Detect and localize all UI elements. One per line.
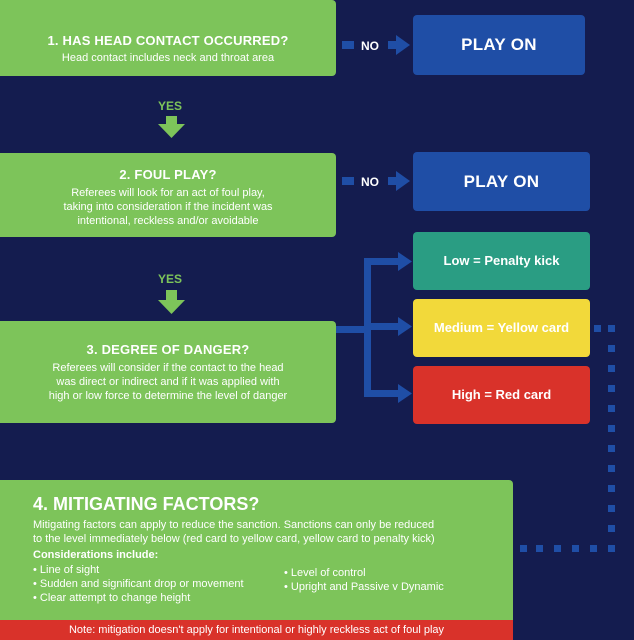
step-1-title: 1. HAS HEAD CONTACT OCCURRED? — [47, 33, 289, 48]
mitigation-dotted-path — [520, 325, 615, 552]
yes-label-1: YES — [158, 99, 183, 113]
step-3-text: Referees will consider if the contact to… — [30, 361, 306, 403]
step-3-title: 3. DEGREE OF DANGER? — [86, 342, 250, 357]
step-2-text-line: taking into consideration if the inciden… — [63, 201, 273, 213]
consideration-item: • Upright and Passive v Dynamic — [284, 581, 444, 593]
mitigating-title: 4. MITIGATING FACTORS? — [33, 494, 260, 514]
yes-label-2: YES — [158, 272, 183, 286]
no-arrow-2 — [342, 171, 410, 191]
step-2-text: Referees will look for an act of foul pl… — [30, 186, 306, 228]
consideration-item: • Clear attempt to change height — [33, 592, 191, 604]
outcome-high-label: High = Red card — [451, 387, 552, 402]
yes-arrow-1 — [158, 116, 185, 138]
play-on-box-1: PLAY ON — [413, 15, 585, 75]
mitigating-box: 4. MITIGATING FACTORS? Mitigating factor… — [0, 480, 513, 620]
consideration-item: • Line of sight — [33, 564, 100, 576]
step-1-box: 1. HAS HEAD CONTACT OCCURRED? Head conta… — [0, 0, 336, 76]
step-2-title: 2. FOUL PLAY? — [119, 167, 217, 182]
mitigation-note-bar: Note: mitigation doesn't apply for inten… — [0, 620, 513, 640]
step-3-text-line: Referees will consider if the contact to… — [52, 362, 284, 374]
consideration-item: • Level of control — [284, 567, 366, 579]
mitigating-text-line: Mitigating factors can apply to reduce t… — [33, 519, 435, 531]
play-on-label-2: PLAY ON — [463, 172, 540, 191]
considerations-left-list: • Line of sight • Sudden and significant… — [33, 563, 244, 605]
mitigation-note: Note: mitigation doesn't apply for inten… — [68, 624, 445, 636]
no-label-1: NO — [361, 39, 379, 53]
consideration-item: • Sudden and significant drop or movemen… — [33, 578, 244, 590]
step-1-text-line: Head contact includes neck and throat ar… — [61, 52, 275, 64]
no-label-2: NO — [361, 175, 379, 189]
step-3-box: 3. DEGREE OF DANGER? Referees will consi… — [0, 321, 336, 423]
step-1-text: Head contact includes neck and throat ar… — [30, 51, 306, 65]
outcome-low-label: Low = Penalty kick — [443, 253, 560, 268]
mitigating-text: Mitigating factors can apply to reduce t… — [33, 518, 435, 546]
yes-arrow-2 — [158, 290, 185, 314]
considerations-heading: Considerations include: — [33, 549, 159, 561]
outcome-medium: Medium = Yellow card — [413, 299, 590, 357]
degree-branch-arrows — [336, 252, 412, 403]
play-on-box-2: PLAY ON — [413, 152, 590, 211]
step-3-text-line: high or low force to determine the level… — [48, 390, 288, 402]
step-2-text-line: intentional, reckless and/or avoidable — [77, 215, 259, 227]
step-2-text-line: Referees will look for an act of foul pl… — [71, 187, 265, 199]
no-arrow-1 — [342, 35, 410, 55]
outcome-medium-label: Medium = Yellow card — [433, 320, 570, 335]
play-on-label-1: PLAY ON — [461, 35, 537, 54]
step-3-text-line: was direct or indirect and if it was app… — [56, 376, 280, 388]
considerations-right-list: • Level of control • Upright and Passive… — [284, 566, 444, 594]
step-2-box: 2. FOUL PLAY? Referees will look for an … — [0, 153, 336, 237]
outcome-low: Low = Penalty kick — [413, 232, 590, 290]
outcome-high: High = Red card — [413, 366, 590, 424]
mitigating-text-line: to the level immediately below (red card… — [33, 533, 435, 545]
